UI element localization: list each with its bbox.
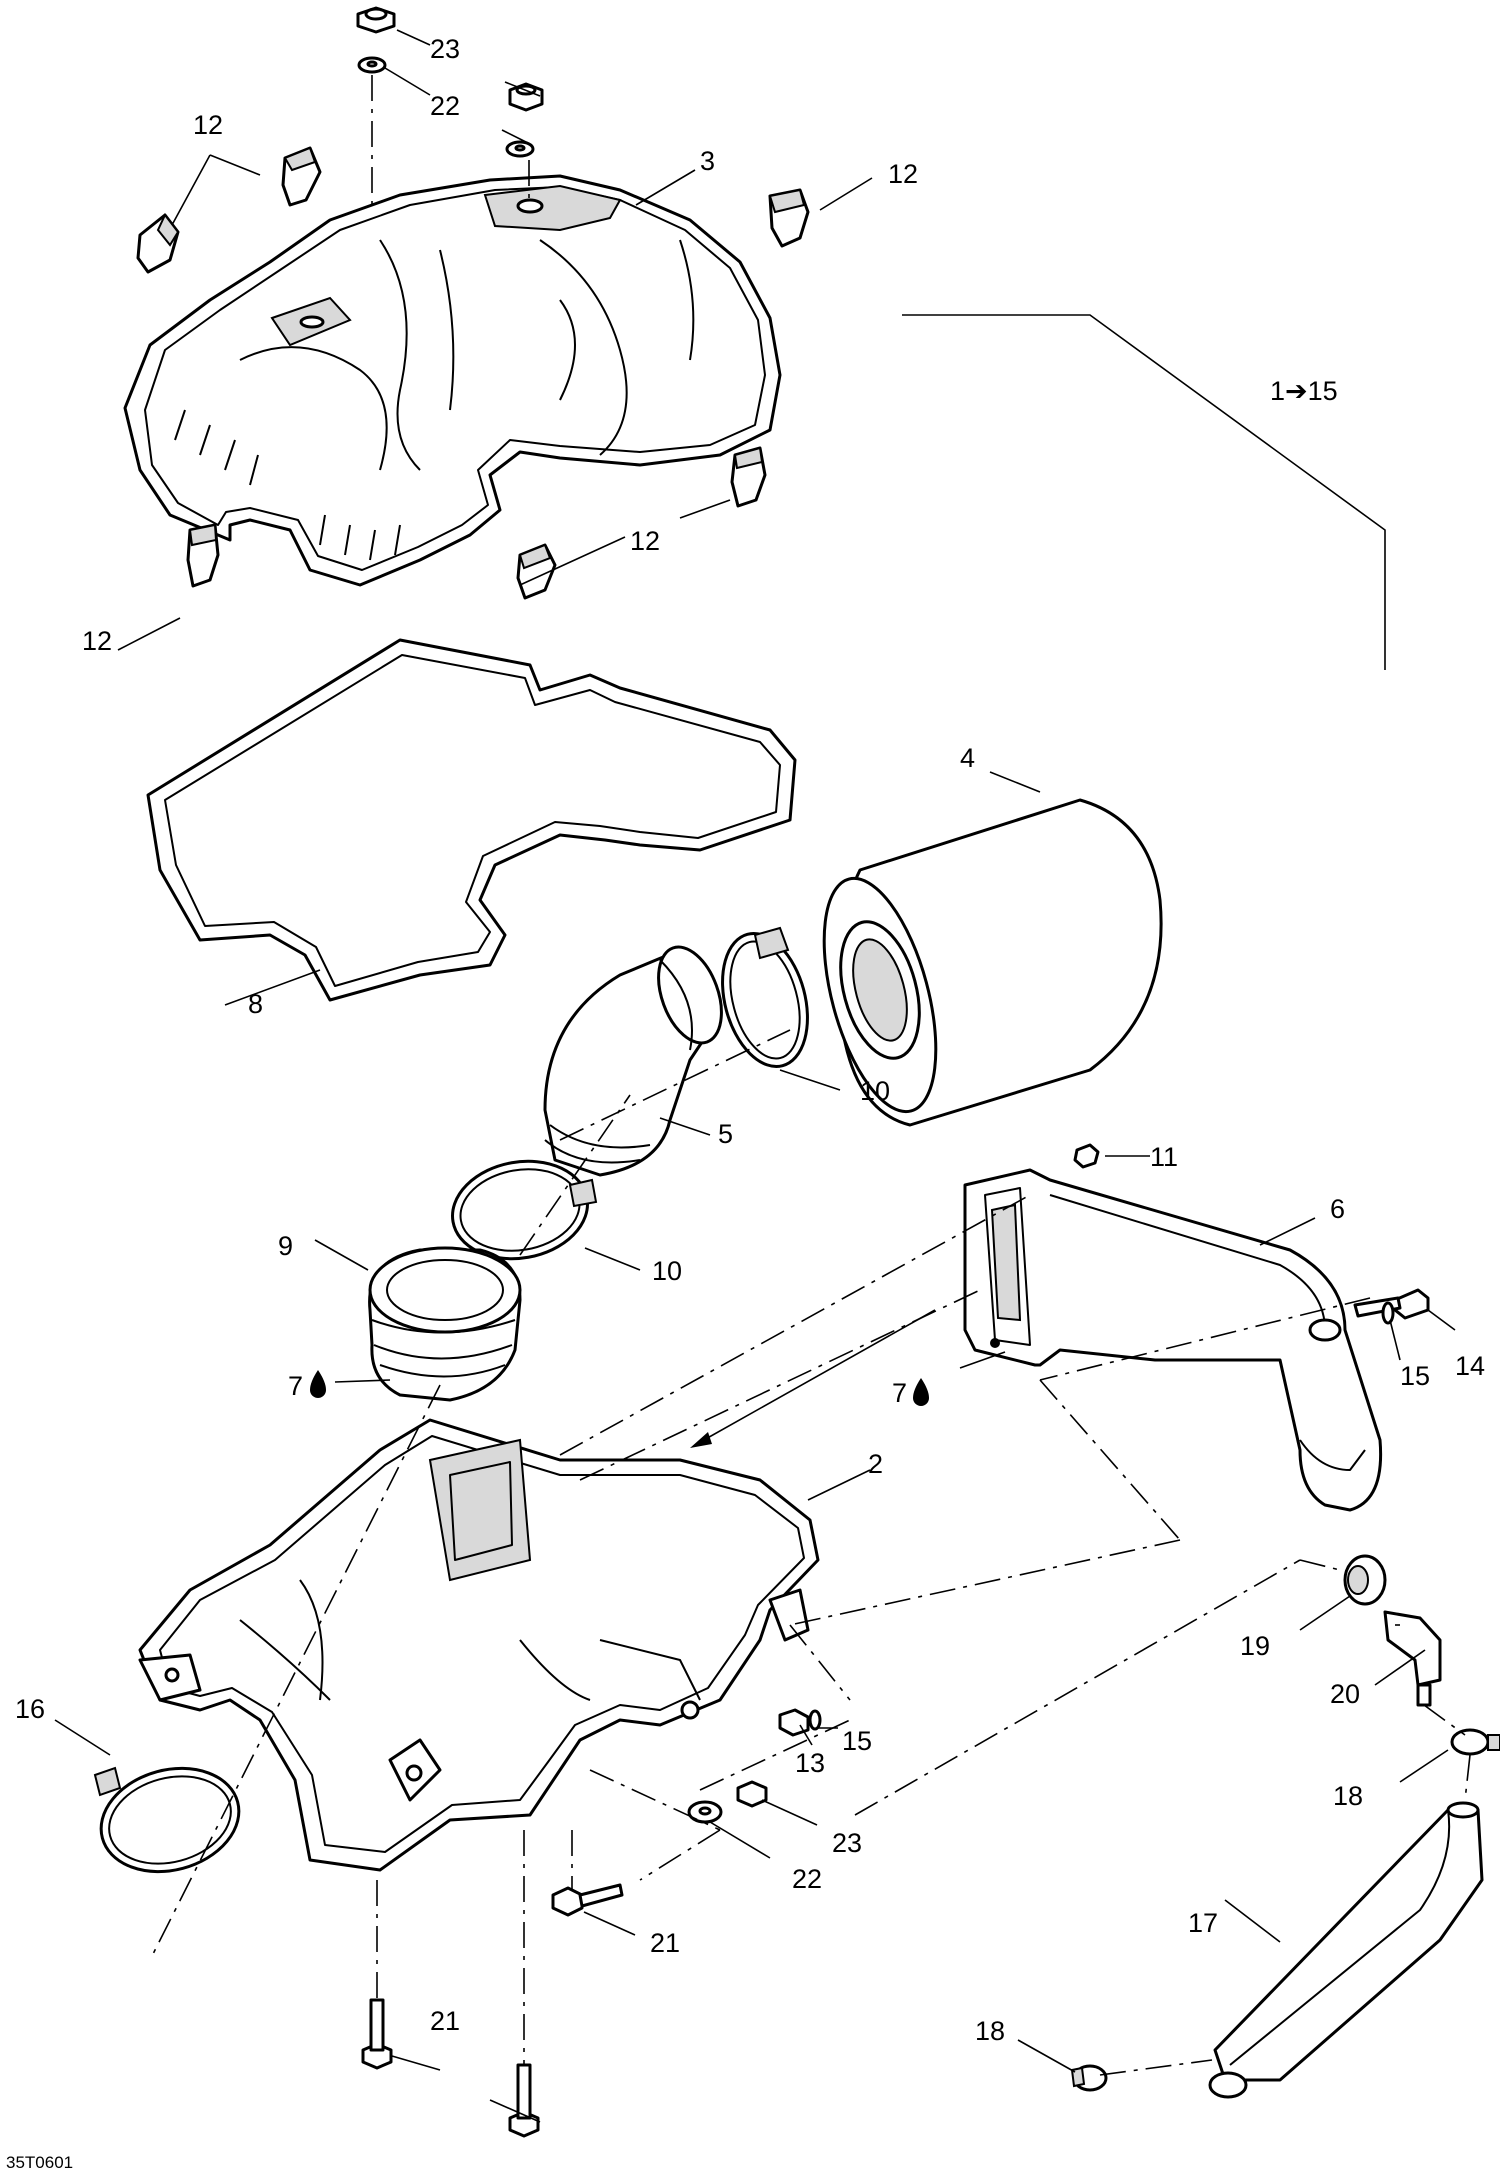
clip-12-d — [186, 523, 220, 588]
oil-drop-icon — [913, 1378, 929, 1406]
bracket — [963, 1168, 1383, 1512]
washer-22-base — [687, 1800, 723, 1824]
callout-1-to-15: 1➔15 — [1270, 376, 1338, 406]
callout-4: 4 — [960, 743, 975, 773]
clamp-10-lower — [451, 1159, 598, 1261]
clamp-18-upper — [1450, 1728, 1500, 1756]
callout-20: 20 — [1330, 1679, 1360, 1709]
callout-9: 9 — [278, 1231, 293, 1261]
callout-15-base: 15 — [842, 1726, 872, 1756]
air-filter — [822, 798, 1163, 1127]
leader-lines — [54, 29, 1456, 2123]
callout-23-top: 23 — [430, 34, 460, 64]
group-bracket-line — [902, 314, 1386, 670]
callout-17: 17 — [1188, 1908, 1218, 1938]
nut-23-top — [356, 6, 396, 34]
nut-23-base — [736, 1780, 768, 1808]
clip-12-e — [516, 543, 557, 600]
callout-18-upper: 18 — [1333, 1781, 1363, 1811]
bolt-21-center — [551, 1883, 624, 1917]
drain-hose — [1208, 1801, 1484, 2099]
washer-22-center — [505, 140, 535, 158]
callout-19: 19 — [1240, 1631, 1270, 1661]
callout-10-lower: 10 — [652, 1256, 682, 1286]
callout-2: 2 — [868, 1449, 883, 1479]
clip-12-c — [768, 188, 810, 248]
callout-16: 16 — [15, 1694, 45, 1724]
gasket — [146, 638, 797, 1002]
callout-10-upper: 10 — [860, 1076, 890, 1106]
intake-duct — [543, 945, 723, 1177]
direction-arrow — [690, 1309, 936, 1448]
callout-11: 11 — [1150, 1142, 1178, 1172]
clip-12-b — [281, 146, 322, 207]
callout-22-base: 22 — [792, 1864, 822, 1894]
clamp-18-lower — [1070, 2064, 1108, 2092]
callout-21-lower: 21 — [430, 2006, 460, 2036]
callout-21-center: 21 — [650, 1928, 680, 1958]
washer-15-right — [1381, 1301, 1395, 1325]
callout-22-top: 22 — [430, 91, 460, 121]
washer-22-top — [357, 56, 387, 74]
nut-13 — [778, 1708, 810, 1737]
elbow-fitting-20 — [1383, 1610, 1442, 1707]
diagram-code: 35T0601 — [6, 2153, 73, 2172]
callout-15-right: 15 — [1400, 1361, 1430, 1391]
callout-18-lower: 18 — [975, 2016, 1005, 2046]
clip-12-f — [730, 446, 767, 508]
callout-8: 8 — [248, 989, 263, 1019]
oil-drop-icon — [310, 1370, 326, 1398]
callout-7-right: 7 — [892, 1378, 907, 1408]
air-box-cover — [123, 174, 782, 587]
callout-12-lower-right: 12 — [630, 526, 660, 556]
callout-6: 6 — [1330, 1194, 1345, 1224]
callout-7-left: 7 — [288, 1371, 303, 1401]
callout-13: 13 — [795, 1748, 825, 1778]
washer-15-base — [808, 1709, 822, 1731]
nut-23-center — [508, 82, 544, 112]
clamp-10-upper — [721, 926, 809, 1068]
bolt-21-bottom — [508, 2063, 540, 2138]
grommet-19 — [1343, 1554, 1387, 1606]
clip-12-a — [136, 213, 180, 274]
clamp-16 — [93, 1766, 241, 1874]
callout-3: 3 — [700, 146, 715, 176]
screw-11 — [1073, 1143, 1100, 1169]
air-box-base — [138, 1418, 820, 1872]
callout-12-lower-left: 12 — [82, 626, 112, 656]
callout-5: 5 — [718, 1119, 733, 1149]
callout-23-base: 23 — [832, 1828, 862, 1858]
callout-12-top-left: 12 — [193, 110, 223, 140]
callout-14: 14 — [1455, 1351, 1485, 1381]
callout-12-top-right: 12 — [888, 159, 918, 189]
bolt-21-left — [361, 1998, 393, 2070]
rubber-adapter — [368, 1246, 522, 1402]
